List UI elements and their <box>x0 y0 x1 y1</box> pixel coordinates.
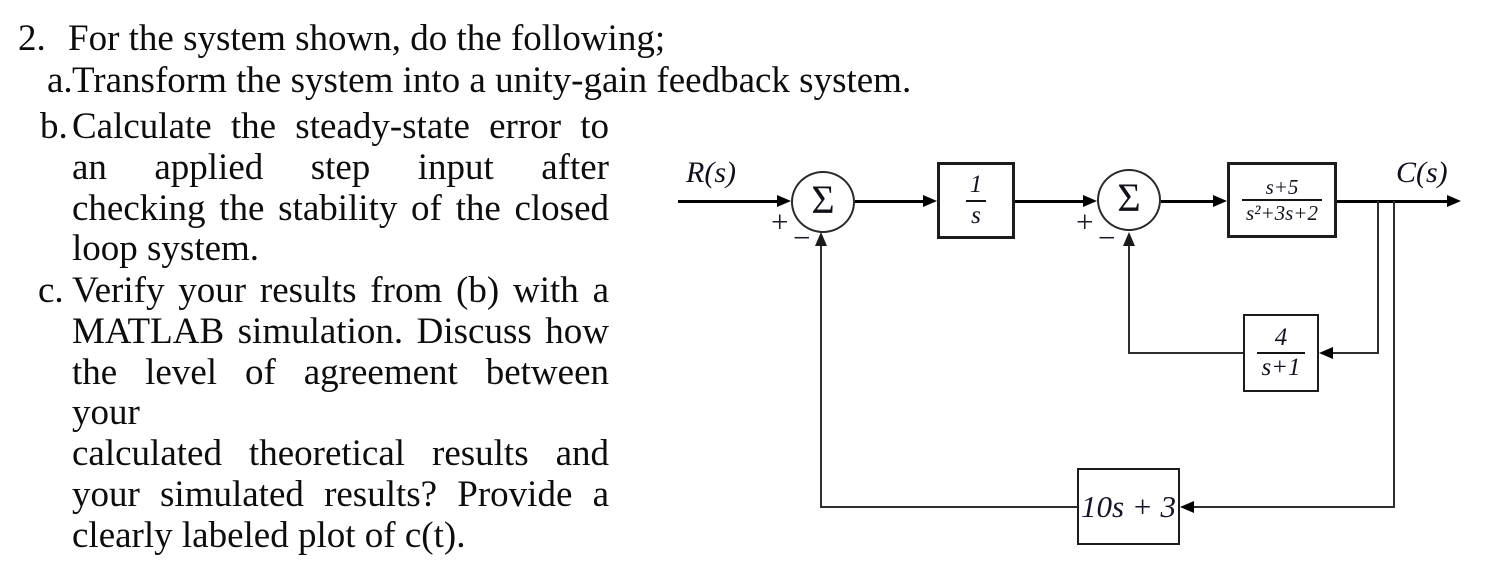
plant-numerator: s+5 <box>1242 176 1322 201</box>
item-a-letter: a. <box>47 60 73 101</box>
item-c-line: the level of agreement between your <box>72 351 609 434</box>
outer-feedback-label: 10s + 3 <box>1081 488 1176 524</box>
problem-number: 2. <box>18 18 46 59</box>
integrator-block: 1 s <box>937 162 1015 239</box>
input-signal-line <box>678 200 781 203</box>
plant-denominator: s²+3s+2 <box>1246 201 1318 225</box>
plant-transfer-function: s+5 s²+3s+2 <box>1242 176 1322 224</box>
integrator-denominator: s <box>971 201 981 229</box>
arrowhead-into-plant <box>1213 195 1227 207</box>
item-b-line: Calculate the steady-state error to <box>72 106 609 147</box>
outer-feedback-rise-line <box>820 245 822 508</box>
inner-feedback-denominator: s+1 <box>1261 354 1301 381</box>
output-signal-label: C(s) <box>1396 156 1448 189</box>
inner-feedback-rise-line <box>1128 245 1130 354</box>
item-c-line: your simulated results? Provide a <box>72 473 609 515</box>
summer1-plus-sign: + <box>771 204 789 239</box>
arrowhead-into-summer2 <box>1083 195 1097 207</box>
summer2-minus-sign: − <box>1098 220 1116 255</box>
outer-feedback-block: 10s + 3 <box>1077 468 1180 545</box>
summer1-minus-sign: − <box>793 220 811 255</box>
input-signal-label: R(s) <box>686 156 736 189</box>
inner-feedback-line <box>1128 352 1243 354</box>
outer-feedback-line <box>820 506 1077 508</box>
item-c-line: calculated theoretical results and <box>72 433 609 475</box>
item-c-text: Verify your results from (b) with a MATL… <box>72 270 609 557</box>
inner-feedback-block: 4 s+1 <box>1243 314 1319 392</box>
item-b-line: loop system. <box>72 228 260 270</box>
outer-feedback-tap-line <box>1393 201 1395 508</box>
arrowhead-into-summer1-bottom <box>815 232 827 246</box>
arrowhead-into-inner-feedback-block <box>1319 347 1333 359</box>
item-c-line: clearly labeled plot of c(t). <box>72 514 466 556</box>
sigma-symbol: Σ <box>811 177 835 222</box>
integrator-transfer-function: 1 s <box>965 172 987 229</box>
summing-junction-2: Σ <box>1097 169 1161 231</box>
item-a-text: Transform the system into a unity-gain f… <box>72 60 912 101</box>
item-b-letter: b. <box>40 106 68 147</box>
arrowhead-into-integrator <box>923 195 937 207</box>
inner-feedback-transfer-function: 4 s+1 <box>1257 324 1305 382</box>
summer2-plus-sign: + <box>1076 204 1094 239</box>
signal-line <box>1015 200 1087 203</box>
inner-feedback-numerator: 4 <box>1257 324 1305 354</box>
item-b-line: checking the stability of the closed <box>72 187 609 229</box>
arrowhead-into-outer-feedback-block <box>1180 501 1194 513</box>
arrowhead-into-summer1 <box>777 195 791 207</box>
signal-line <box>1161 200 1218 203</box>
problem-intro: For the system shown, do the following; <box>68 18 666 59</box>
sigma-symbol: Σ <box>1117 175 1141 220</box>
inner-feedback-line <box>1331 352 1379 354</box>
plant-block: s+5 s²+3s+2 <box>1227 162 1337 238</box>
item-c-line: Verify your results from (b) with a <box>72 270 609 311</box>
inner-feedback-tap-line <box>1377 201 1379 354</box>
item-c-line: MATLAB simulation. Discuss how <box>72 310 609 352</box>
item-c-letter: c. <box>38 270 64 311</box>
integrator-numerator: 1 <box>965 172 987 202</box>
signal-line <box>855 200 925 203</box>
item-b-line: an applied step input after <box>72 146 609 188</box>
output-arrowhead <box>1447 195 1461 207</box>
item-b-text: Calculate the steady-state error to an a… <box>72 106 609 270</box>
arrowhead-into-summer2-bottom <box>1123 232 1135 246</box>
outer-feedback-line <box>1192 506 1395 508</box>
